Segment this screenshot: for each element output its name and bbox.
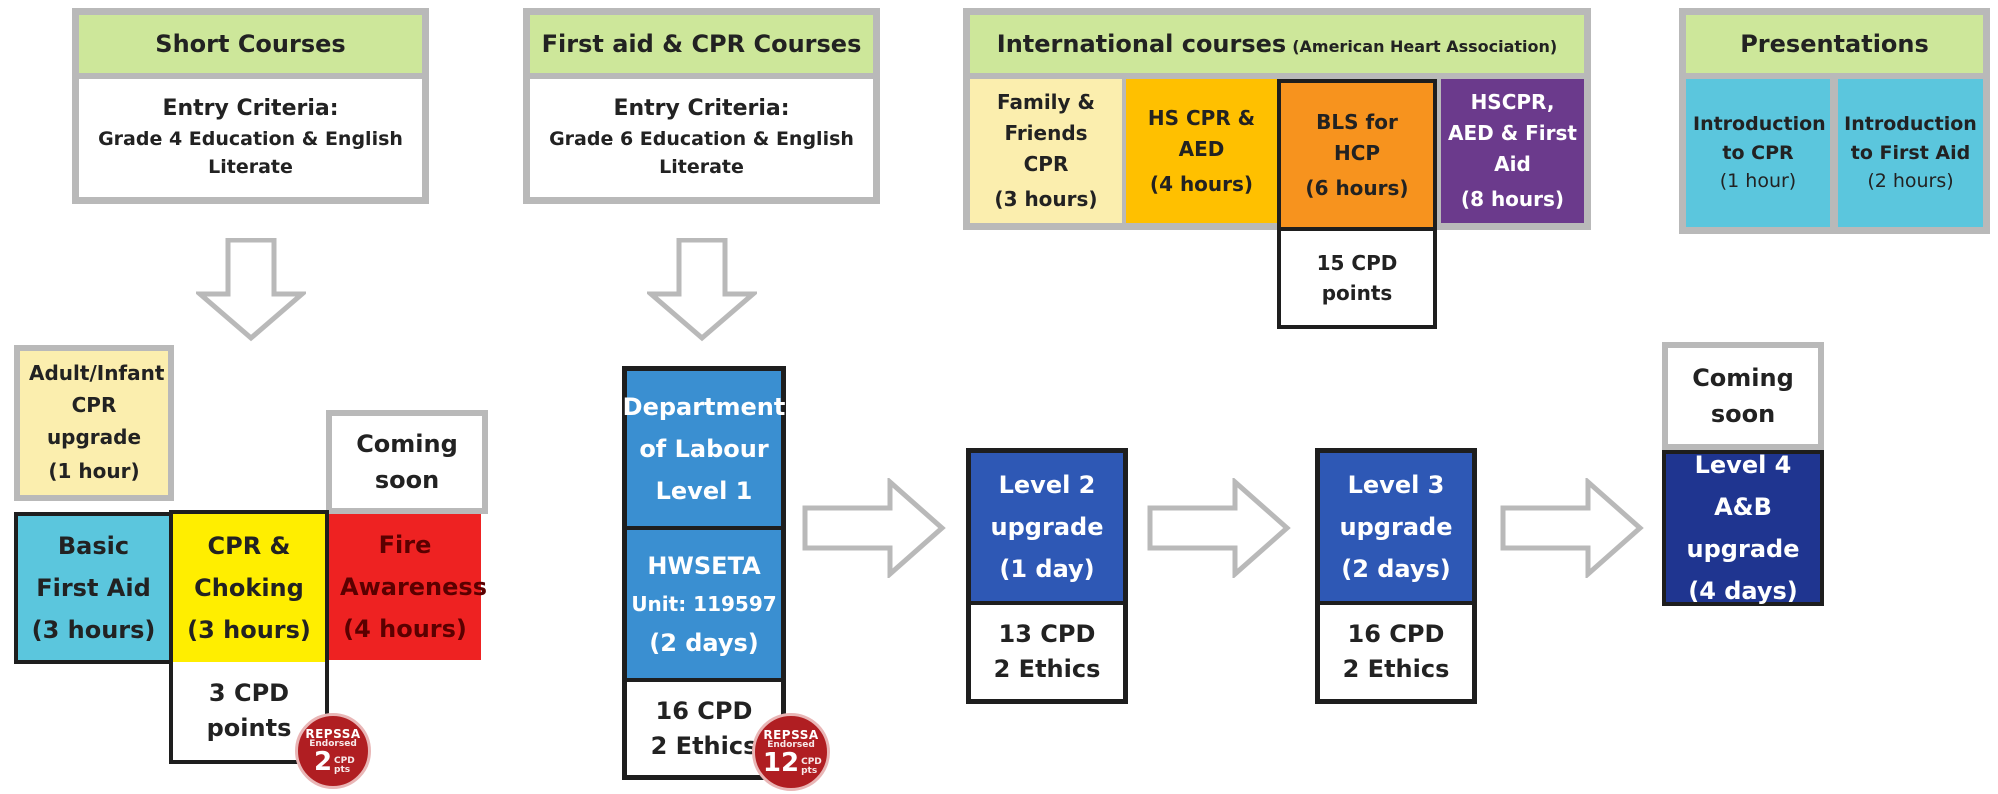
short-courses-title: Short Courses <box>79 15 422 73</box>
course-duration: (3 hours) <box>187 616 311 644</box>
coming-soon-label: Coming soon <box>1692 364 1794 428</box>
intro-first-aid-box: Introduction to First Aid (2 hours) <box>1838 79 1983 227</box>
basic-first-aid-box: Basic First Aid (3 hours) <box>14 512 169 664</box>
level3-box: Level 3 upgrade (2 days) <box>1320 453 1472 601</box>
course-duration: (4 hours) <box>343 615 467 643</box>
criteria-title: Entry Criteria: <box>162 96 339 122</box>
down-arrow-icon <box>196 238 306 342</box>
course-name: Fire Awareness <box>340 531 487 601</box>
repssa-seal-icon: REPSSA Endorsed 12 CPD pts <box>752 713 830 791</box>
first-aid-criteria: Entry Criteria: Grade 6 Education & Engl… <box>530 79 873 197</box>
course-name: HS CPR & AED <box>1147 105 1256 161</box>
presentations-title: Presentations <box>1686 15 1983 73</box>
level3-line2: upgrade <box>1339 513 1453 541</box>
level1-line1: Department <box>622 392 786 421</box>
course-duration: (3 hours) <box>31 616 156 644</box>
upgrade-name: Adult/Infant CPR upgrade <box>29 361 165 449</box>
level3-line1: Level 3 <box>1347 471 1445 499</box>
first-aid-title: First aid & CPR Courses <box>530 15 873 73</box>
right-arrow-icon <box>1147 478 1291 578</box>
course-name: BLS for HCP <box>1316 109 1398 165</box>
level2-line1: Level 2 <box>998 471 1096 499</box>
cpd-label: 15 CPD points <box>1316 251 1398 305</box>
hscpr-aed-first-aid-box: HSCPR, AED & First Aid (8 hours) <box>1441 79 1584 223</box>
repssa-seal-icon: REPSSA Endorsed 2 CPD pts <box>295 713 371 789</box>
course-duration: (3 hours) <box>994 187 1098 211</box>
bls-cpd-box: 15 CPD points <box>1277 227 1437 329</box>
hwseta-line1: HWSETA <box>647 551 761 580</box>
level2-line2: upgrade <box>990 513 1104 541</box>
upgrade-duration: (1 hour) <box>48 459 140 483</box>
international-title: International courses (American Heart As… <box>970 15 1584 73</box>
cpd-line1: 13 CPD <box>998 620 1096 649</box>
hwseta-box: HWSETA Unit: 119597 (2 days) <box>627 530 781 678</box>
cpd-line2: 2 Ethics <box>993 655 1101 683</box>
coming-soon-label: Coming soon <box>356 430 458 494</box>
cpd-line1: 16 CPD <box>655 696 753 725</box>
level4-box: Level 4 A&B upgrade (4 days) <box>1662 450 1824 606</box>
family-friends-box: Family & Friends CPR (3 hours) <box>970 79 1122 223</box>
dept-labour-box: Department of Labour Level 1 <box>623 371 785 526</box>
cpd-line2: 2 Ethics <box>1342 655 1450 683</box>
coming-soon-box: Coming soon <box>326 410 488 514</box>
down-arrow-icon <box>647 238 757 342</box>
level1-line3: Level 1 <box>655 476 753 505</box>
course-duration: (4 hours) <box>1149 171 1254 196</box>
right-arrow-icon <box>802 478 946 578</box>
level2-cpd-box: 13 CPD 2 Ethics <box>971 605 1123 699</box>
criteria-text: Grade 4 Education & English Literate <box>98 127 403 179</box>
level3-cpd-box: 16 CPD 2 Ethics <box>1320 605 1472 699</box>
level2-box: Level 2 upgrade (1 day) <box>971 453 1123 601</box>
fire-awareness-box: Fire Awareness (4 hours) <box>329 514 487 660</box>
presentation-duration: (2 hours) <box>1867 170 1954 193</box>
hs-cpr-aed-box: HS CPR & AED (4 hours) <box>1126 79 1277 223</box>
presentation-name: Introduction to First Aid <box>1844 113 1977 164</box>
international-title-text: International courses <box>996 30 1287 58</box>
course-duration: (8 hours) <box>1460 187 1565 211</box>
short-courses-criteria: Entry Criteria: Grade 4 Education & Engl… <box>79 79 422 197</box>
level1-line2: of Labour <box>639 434 769 463</box>
level3-line3: (2 days) <box>1341 555 1451 583</box>
criteria-title: Entry Criteria: <box>613 96 790 122</box>
course-name: CPR & Choking <box>194 532 304 602</box>
cpd-box: 3 CPD points <box>169 662 329 764</box>
bls-hcp-box: BLS for HCP (6 hours) <box>1277 79 1437 227</box>
presentation-name: Introduction to CPR <box>1693 113 1826 164</box>
level4-line2: upgrade <box>1686 535 1800 563</box>
intro-cpr-box: Introduction to CPR (1 hour) <box>1686 79 1830 227</box>
right-arrow-icon <box>1500 478 1644 578</box>
cpd-line2: 2 Ethics <box>650 731 758 760</box>
presentation-duration: (1 hour) <box>1719 170 1797 193</box>
level4-line1: Level 4 A&B <box>1694 451 1792 521</box>
course-name: HSCPR, AED & First Aid <box>1448 90 1577 176</box>
adult-infant-upgrade-box: Adult/Infant CPR upgrade (1 hour) <box>14 345 174 501</box>
international-subtitle: (American Heart Association) <box>1292 36 1558 56</box>
course-name: Family & Friends CPR <box>997 90 1095 176</box>
coming-soon-box: Coming soon <box>1662 342 1824 450</box>
cpd-line1: 16 CPD <box>1347 620 1445 649</box>
hwseta-line2: Unit: 119597 <box>631 591 777 616</box>
criteria-text: Grade 6 Education & English Literate <box>549 127 854 179</box>
cpr-choking-box: CPR & Choking (3 hours) <box>169 510 329 666</box>
course-duration: (6 hours) <box>1305 175 1409 200</box>
hwseta-line3: (2 days) <box>649 628 759 657</box>
level4-line3: (4 days) <box>1688 577 1798 605</box>
level2-line3: (1 day) <box>999 555 1095 583</box>
cpd-label: 3 CPD points <box>206 679 292 742</box>
course-name: Basic First Aid <box>36 532 151 602</box>
